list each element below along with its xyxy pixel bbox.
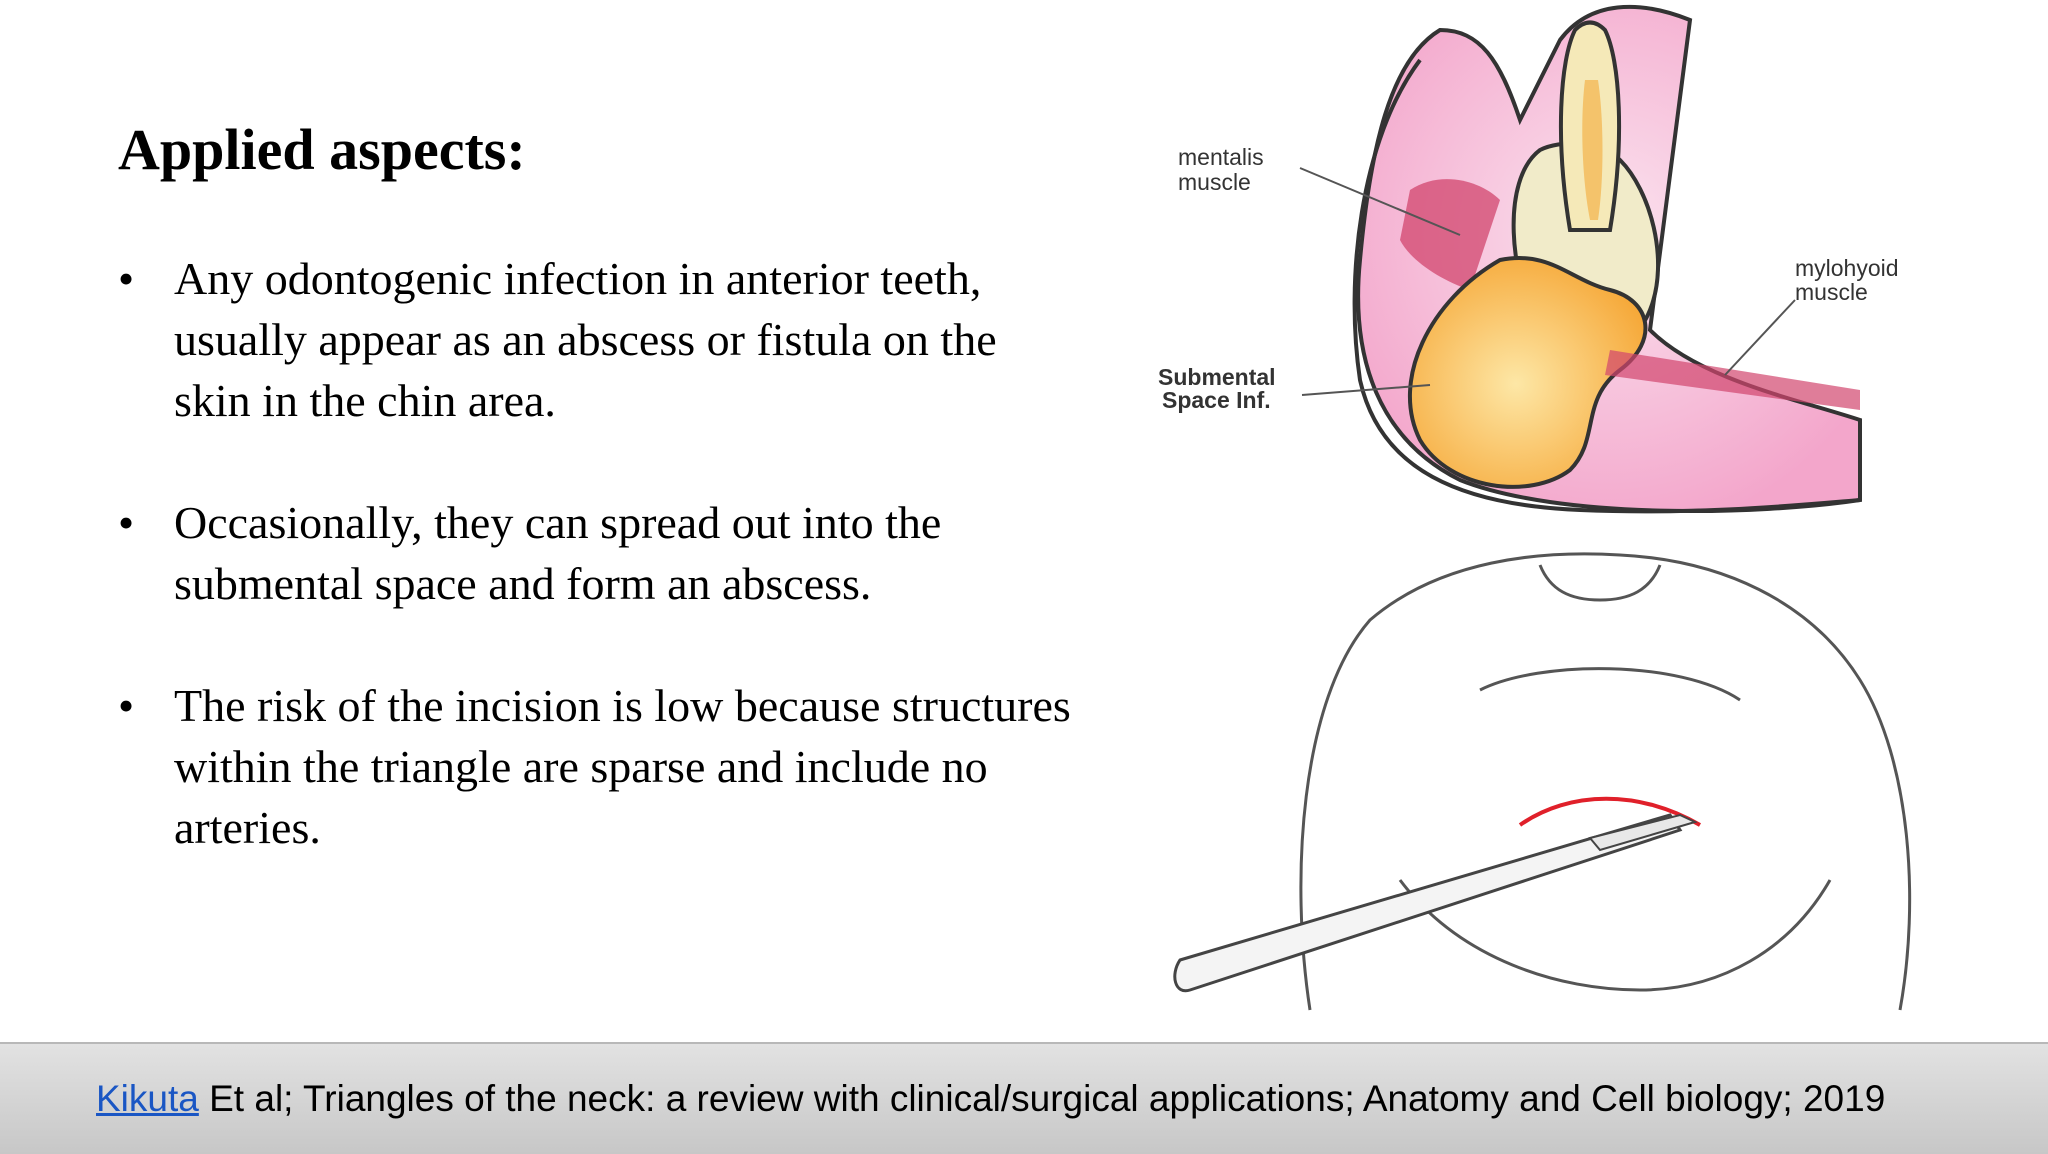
slide-title: Applied aspects:: [118, 117, 526, 182]
mentalis-muscle: [1400, 179, 1500, 290]
jaw-line: [1398, 879, 1832, 992]
bullet-line: skin in the chin area.: [174, 375, 556, 426]
bullet-line: arteries.: [174, 802, 321, 853]
anatomy-figure: mentalis muscle mylohyoid muscle Subment…: [1158, 4, 1912, 1011]
citation-details: Et al; Triangles of the neck: a review w…: [198, 1078, 1886, 1119]
skin-outer-line: [1352, 58, 1861, 514]
mylohyoid-label-line2: muscle: [1795, 279, 1868, 305]
mylohyoid-pointer: [1724, 299, 1796, 376]
submental-pointer: [1301, 384, 1431, 396]
bullet-item: • Any odontogenic infection in anterior …: [118, 248, 1198, 431]
chin-cross-section: mentalis muscle mylohyoid muscle Subment…: [1158, 4, 1899, 514]
mylohyoid-label-line1: mylohyoid: [1795, 255, 1899, 281]
face-outline: [1299, 552, 1912, 1011]
bullet-list: • Any odontogenic infection in anterior …: [118, 248, 1198, 919]
abscess: [1408, 256, 1648, 489]
bullet-item: • The risk of the incision is low becaus…: [118, 675, 1198, 858]
nose-outline: [1538, 564, 1662, 602]
tooth-pulp: [1582, 80, 1603, 220]
citation-text: Kikuta Et al; Triangles of the neck: a r…: [96, 1044, 1885, 1154]
bullet-line: usually appear as an abscess or fistula …: [174, 314, 997, 365]
bullet-line: The risk of the incision is low because …: [174, 680, 1071, 731]
mentalis-pointer: [1299, 167, 1461, 236]
bullet-dot: •: [118, 497, 135, 548]
scalpel-blade: [1588, 813, 1698, 852]
scalpel-icon: [1173, 813, 1683, 993]
bullet-line: Occasionally, they can spread out into t…: [174, 497, 942, 548]
submental-label-line1: Submental: [1158, 364, 1276, 390]
bullet-dot: •: [118, 253, 135, 304]
face-incision-illustration: [1173, 552, 1912, 1011]
mentalis-label-line2: muscle: [1178, 169, 1251, 195]
mylohyoid-muscle: [1605, 350, 1860, 410]
bullet-line: within the triangle are sparse and inclu…: [174, 741, 988, 792]
bullet-item: • Occasionally, they can spread out into…: [118, 492, 1198, 614]
lip-outline: [1479, 667, 1741, 702]
incision-line: [1518, 796, 1702, 827]
submental-label-line2: Space Inf.: [1162, 387, 1271, 413]
mentalis-label-line1: mentalis: [1178, 144, 1264, 170]
bullet-line: Any odontogenic infection in anterior te…: [174, 253, 982, 304]
reference-link[interactable]: Kikuta: [96, 1078, 199, 1119]
bullet-dot: •: [118, 680, 135, 731]
citation-footer: Kikuta Et al; Triangles of the neck: a r…: [0, 1042, 2048, 1154]
bullet-line: submental space and form an abscess.: [174, 558, 872, 609]
